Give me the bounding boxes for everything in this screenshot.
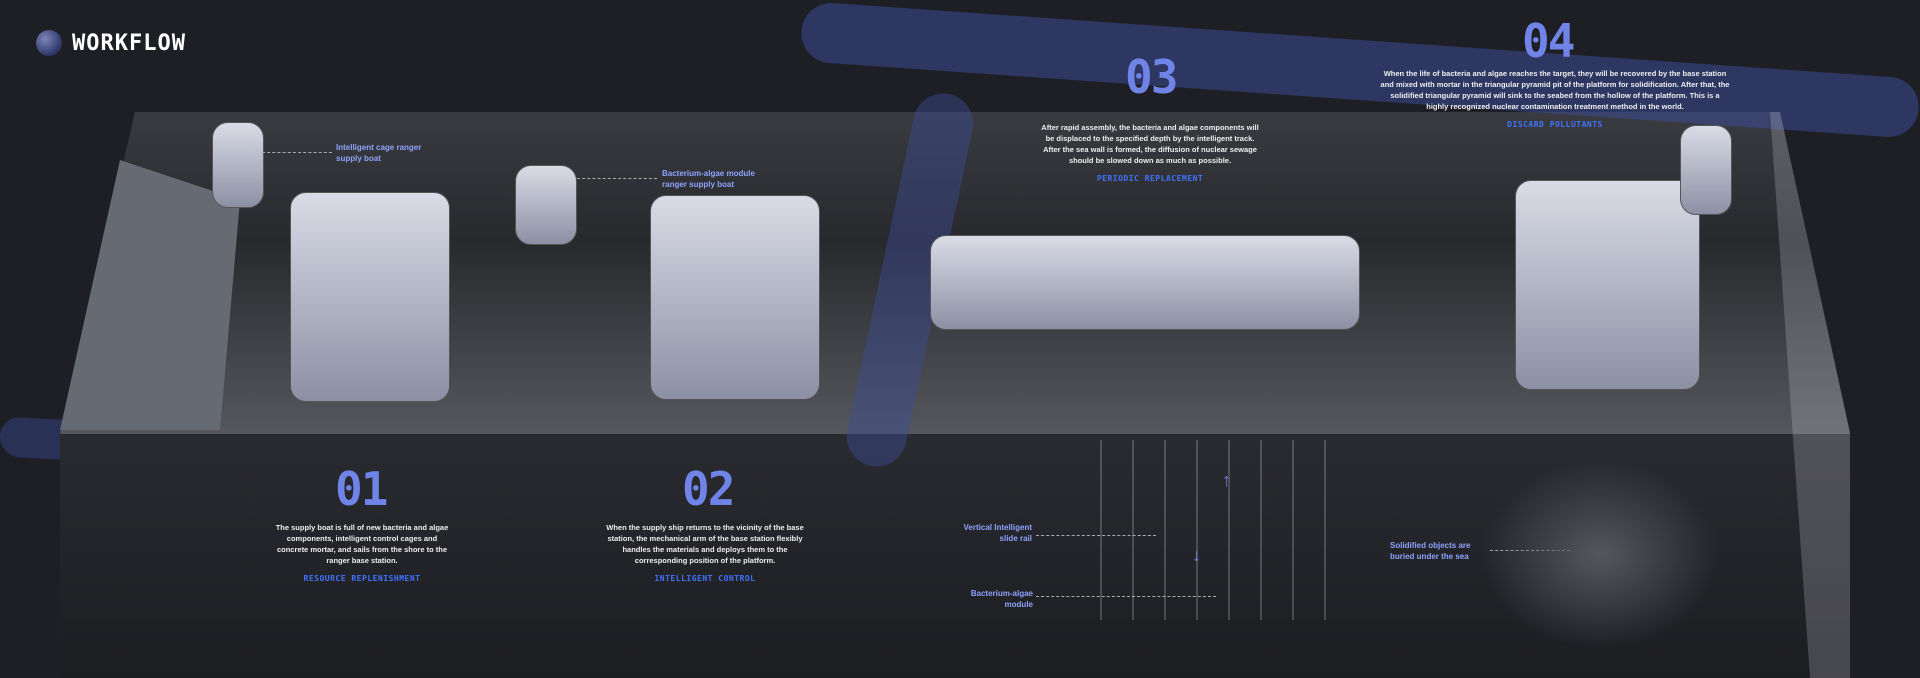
step-block-04: When the life of bacteria and algae reac…	[1380, 68, 1730, 130]
step-number-01: 01	[335, 462, 388, 516]
leader-cage-boat	[262, 152, 332, 153]
seabed-debris	[1480, 460, 1720, 650]
step-block-03: After rapid assembly, the bacteria and a…	[1040, 122, 1260, 184]
base-station-3	[930, 235, 1360, 330]
base-station-1	[290, 192, 450, 402]
step-description-03: After rapid assembly, the bacteria and a…	[1041, 123, 1259, 165]
leader-slide-rail	[1036, 535, 1156, 536]
title-bullet-icon	[36, 30, 62, 56]
step-tag-04: DISCARD POLLUTANTS	[1507, 120, 1603, 129]
label-cage-boat: Intelligent cage ranger supply boat	[336, 143, 422, 163]
cage-supply-boat	[212, 122, 264, 208]
step-tag-03: PERIODIC REPLACEMENT	[1096, 174, 1204, 183]
workflow-title: WORKFLOW	[36, 30, 186, 56]
slide-rails	[1070, 440, 1330, 620]
label-solidified: Solidified objects are buried under the …	[1390, 541, 1471, 561]
supply-boat-4	[1680, 125, 1732, 215]
step-block-01: The supply boat is full of new bacteria …	[272, 522, 452, 584]
base-station-2	[650, 195, 820, 400]
leader-module	[1036, 596, 1216, 597]
label-module: Bacterium-algae module	[970, 589, 1033, 609]
leader-module-boat	[577, 178, 657, 179]
title-text: WORKFLOW	[72, 30, 186, 56]
step-description-02: When the supply ship returns to the vici…	[606, 523, 804, 565]
module-supply-boat	[515, 165, 577, 245]
step-tag-01: RESOURCE REPLENISHMENT	[303, 574, 421, 583]
up-arrow-icon: ↑	[1222, 470, 1231, 490]
step-description-01: The supply boat is full of new bacteria …	[275, 523, 449, 565]
step-description-04: When the life of bacteria and algae reac…	[1380, 69, 1730, 111]
label-module-boat: Bacterium-algae module ranger supply boa…	[662, 169, 755, 189]
step-block-02: When the supply ship returns to the vici…	[605, 522, 805, 584]
left-shore	[60, 160, 240, 430]
step-number-03: 03	[1125, 50, 1178, 104]
step-tag-02: INTELLIGENT CONTROL	[654, 574, 756, 583]
step-number-04: 04	[1522, 14, 1575, 68]
down-arrow-icon: ↓	[1192, 545, 1201, 565]
base-station-4	[1515, 180, 1700, 390]
label-slide-rail: Vertical Intelligent slide rail	[963, 523, 1032, 543]
step-number-02: 02	[682, 462, 735, 516]
